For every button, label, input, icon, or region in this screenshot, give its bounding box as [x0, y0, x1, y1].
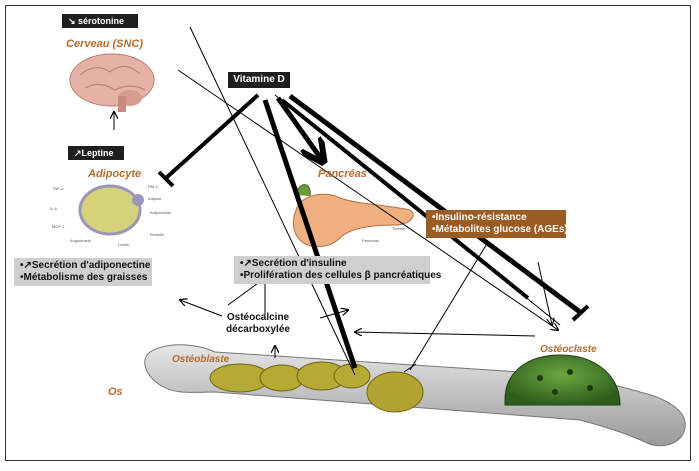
serotonine-text: ↘ sérotonine — [68, 16, 125, 26]
vitd-inhibit-adipocyte-bar — [157, 170, 175, 188]
adipo-label-adiponectin: Adiponectin — [150, 210, 171, 215]
resistance-2: •Métabolites glucose (AGEs) — [432, 224, 568, 235]
resistance-to-osteoclast-arrow — [537, 261, 552, 325]
pancreas-image: Pancreas Tumeur — [292, 184, 414, 247]
brain-to-osteoclast-arrow — [177, 69, 558, 330]
adipocyte-image: TNF-α IL-6 MCP-1 Angiotensin Leptin Resi… — [50, 184, 171, 247]
adipo-label-tnf: TNF-α — [52, 186, 64, 191]
inhibit-bar-small — [403, 363, 417, 373]
leptine-box: ↗Leptine — [68, 146, 124, 160]
adipo-effect-2: •Métabolisme des graisses — [20, 272, 148, 283]
osteoblast-cells — [209, 361, 424, 413]
vitd-to-osteoclast-bold — [280, 98, 530, 300]
pancreas-title: Pancréas — [318, 168, 367, 180]
insulin-effects-box: •↗Secrétion d'insuline •Prolifération de… — [234, 256, 442, 284]
os-label: Os — [108, 386, 123, 398]
insulin-effect-2: •Prolifération des cellules β pancréatiq… — [240, 270, 442, 281]
leptine-text: ↗Leptine — [74, 148, 114, 158]
osteocalcine-to-adipocyte-arrow — [180, 300, 223, 317]
osteocalcine-line1: Ostéocalcine — [226, 312, 290, 323]
osteocalcine-label: Ostéocalcine décarboxylée — [222, 312, 294, 336]
osteocalcine-line2: décarboxylée — [226, 324, 290, 335]
osteoblaste-label: Ostéoblaste — [172, 354, 230, 365]
pancreas-label: Pancreas — [362, 238, 379, 243]
osteoclaste-label: Ostéoclaste — [540, 344, 597, 355]
vitd-inhibit-osteoclast-line — [288, 93, 582, 315]
resistance-box: •Insulino-résistance •Métabolites glucos… — [426, 210, 568, 238]
cerveau-label: Cerveau (SNC) — [66, 38, 144, 50]
vitamine-d-text: Vitamine D — [233, 74, 285, 85]
adipo-label-leptin: Leptin — [118, 242, 129, 247]
adipo-label-il6: IL-6 — [50, 206, 58, 211]
adipo-label-pai: PAI-1 — [148, 184, 158, 189]
bold-connectors — [157, 93, 590, 369]
adipo-label-mcp: MCP-1 — [52, 224, 65, 229]
osteocalcine-side-arrow — [319, 310, 348, 319]
adipocyte-label: Adipocyte — [88, 168, 142, 180]
resistance-1: •Insulino-résistance — [432, 212, 527, 223]
adipo-effects-box: •↗Secrétion d'adiponectine •Métabolisme … — [14, 258, 152, 286]
vitamine-d-box: Vitamine D — [228, 72, 290, 88]
serotonine-to-osteoblast-line — [189, 26, 356, 376]
insulin-effect-1: •↗Secrétion d'insuline — [240, 258, 347, 269]
osteoclast-cell — [504, 354, 621, 406]
vitd-inhibit-osteoclast-bar — [571, 304, 590, 322]
adipo-label-angiotensin: Angiotensin — [70, 238, 91, 243]
vitd-to-pancreas-arrow — [275, 96, 322, 160]
adipo-label-adipsin: Adipsin — [148, 196, 161, 201]
brain-image — [69, 53, 155, 112]
resistance-to-bone-line — [409, 241, 489, 371]
tumeur-label: Tumeur — [392, 226, 406, 231]
adipo-effect-1: •↗Secrétion d'adiponectine — [20, 260, 151, 271]
vitd-to-osteoblast-arrow — [262, 99, 358, 369]
adipo-label-resistin: Resistin — [150, 232, 164, 237]
vitd-inhibit-adipocyte-line — [164, 93, 260, 180]
osteoclast-to-osteocalcine-arrow — [355, 332, 536, 337]
serotonine-box: ↘ sérotonine — [62, 14, 138, 28]
diagram-frame — [5, 5, 691, 461]
